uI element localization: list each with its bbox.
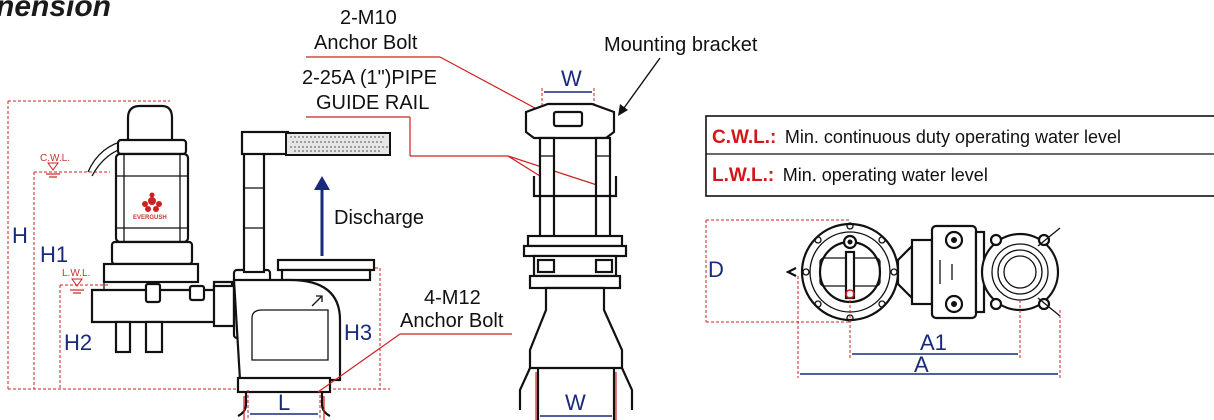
dim-l: L xyxy=(278,390,290,415)
water-level-legend: C.W.L.: Min. continuous duty operating w… xyxy=(705,115,1214,197)
dim-h1: H1 xyxy=(40,242,68,267)
front-view: 2-M10 Anchor Bolt 2-25A (1")PIPE GUIDE R… xyxy=(302,7,758,420)
anchor-bolt-top-size: 2-M10 xyxy=(340,7,397,29)
guide-rail-spec: 2-25A (1")PIPE xyxy=(302,67,437,89)
legend-cwl-key: C.W.L.: xyxy=(712,127,776,148)
legend-row-lwl: L.W.L.: Min. operating water level xyxy=(712,165,988,186)
page-title: nension xyxy=(0,0,111,23)
legend-box xyxy=(705,115,1214,197)
brand-logo: EVERGUSH xyxy=(133,192,167,221)
discharge-pipe-section xyxy=(285,132,391,156)
discharge-label: Discharge xyxy=(334,207,424,229)
legend-cwl-desc: Min. continuous duty operating water lev… xyxy=(785,127,1121,147)
lwl-marker-icon xyxy=(71,278,83,287)
cwl-marker-label: C.W.L. xyxy=(40,153,70,164)
dim-d: D xyxy=(708,257,724,282)
dim-a1: A1 xyxy=(920,330,947,355)
guide-rail-label: GUIDE RAIL xyxy=(316,92,429,114)
anchor-bolt-top-label: Anchor Bolt xyxy=(314,32,418,54)
dim-h3: H3 xyxy=(344,320,372,345)
mounting-bracket-leader xyxy=(623,57,661,109)
plan-view: D xyxy=(705,219,1061,378)
dim-a: A xyxy=(914,352,929,377)
mounting-bracket-label: Mounting bracket xyxy=(604,34,758,56)
dim-h2: H2 xyxy=(64,330,92,355)
legend-row-cwl: C.W.L.: Min. continuous duty operating w… xyxy=(712,127,1121,148)
anchor-bolt-bottom-label: Anchor Bolt xyxy=(400,310,504,332)
side-view: H H1 H2 H3 C.W.L. L.W.L. EVERGUSH xyxy=(7,100,512,420)
anchor-bolt-bottom-size: 4-M12 xyxy=(424,287,481,309)
dim-w-top: W xyxy=(561,66,582,91)
brand-logo-text: EVERGUSH xyxy=(133,215,167,221)
legend-lwl-desc: Min. operating water level xyxy=(783,165,988,185)
dim-h: H xyxy=(12,223,28,248)
legend-lwl-key: L.W.L.: xyxy=(712,165,774,186)
cwl-marker-icon xyxy=(47,162,59,171)
dim-w-bottom: W xyxy=(565,390,586,415)
lwl-marker-label: L.W.L. xyxy=(62,268,90,279)
